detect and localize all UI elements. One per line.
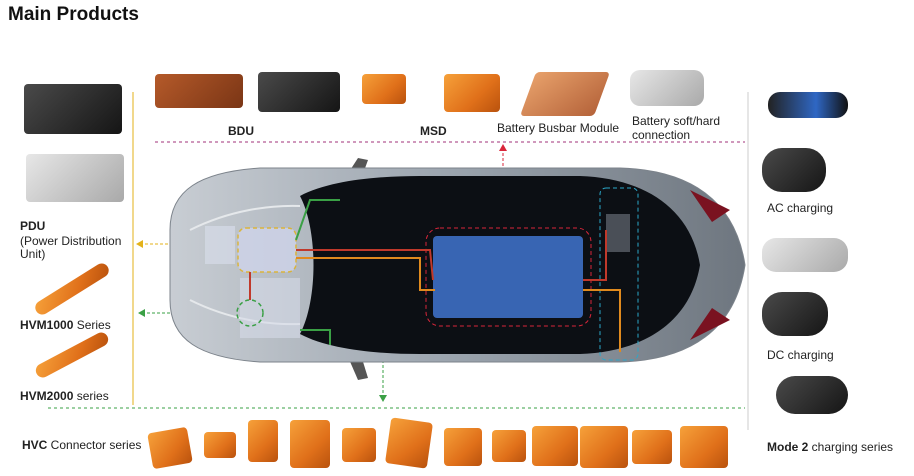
bdu-module-image bbox=[258, 72, 340, 112]
msd-plug-image bbox=[362, 74, 406, 104]
hvc-connector-10-image bbox=[580, 426, 628, 468]
hvc-connector-label: HVC Connector series bbox=[22, 438, 142, 452]
hvc-connector-9-image bbox=[532, 426, 578, 466]
pdu-silver-image bbox=[26, 154, 124, 202]
msd-socket-image bbox=[444, 74, 500, 112]
hvc-connector-2-image bbox=[204, 432, 236, 458]
dc-charging-label: DC charging bbox=[767, 348, 834, 362]
hvc-connector-3-image bbox=[248, 420, 278, 462]
hvc-connector-1-image bbox=[147, 426, 193, 470]
hvc-connector-12-image bbox=[680, 426, 728, 468]
ac-charging-socket-image bbox=[762, 148, 826, 192]
hvm2000-label: HVM2000 series bbox=[20, 389, 109, 403]
page-title: Main Products bbox=[8, 4, 139, 25]
bdu-label: BDU bbox=[228, 124, 254, 138]
ac-charging-label: AC charging bbox=[767, 201, 834, 215]
pdu-desc-line2: Unit) bbox=[20, 247, 46, 261]
hvc-connector-7-image bbox=[444, 428, 482, 466]
hvc-connector-6-image bbox=[385, 417, 433, 469]
hvc-connector-8-image bbox=[492, 430, 526, 462]
charging-gun-image bbox=[768, 92, 848, 118]
hvc-connector-5-image bbox=[342, 428, 376, 462]
bdu-board-image bbox=[155, 74, 243, 108]
dc-charging-gun-image bbox=[762, 238, 848, 272]
hvc-connector-4-image bbox=[290, 420, 330, 468]
msd-label: MSD bbox=[420, 124, 447, 138]
hvm1000-label: HVM1000 Series bbox=[20, 318, 111, 332]
battery-connection-image bbox=[630, 70, 704, 106]
pdu-box-image bbox=[24, 84, 122, 134]
battery-soft-hard-label-line1: Battery soft/hard bbox=[632, 114, 721, 128]
battery-soft-hard-label-line2: connection bbox=[632, 128, 691, 142]
dc-charging-socket-image bbox=[762, 292, 828, 336]
mode2-charger-image bbox=[776, 376, 848, 414]
pdu-label: PDU bbox=[20, 219, 46, 233]
mode2-charging-label: Mode 2 charging series bbox=[767, 440, 894, 454]
pdu-desc-line1: (Power Distribution bbox=[20, 234, 122, 248]
hvc-connector-11-image bbox=[632, 430, 672, 464]
battery-busbar-label: Battery Busbar Module bbox=[497, 121, 620, 135]
